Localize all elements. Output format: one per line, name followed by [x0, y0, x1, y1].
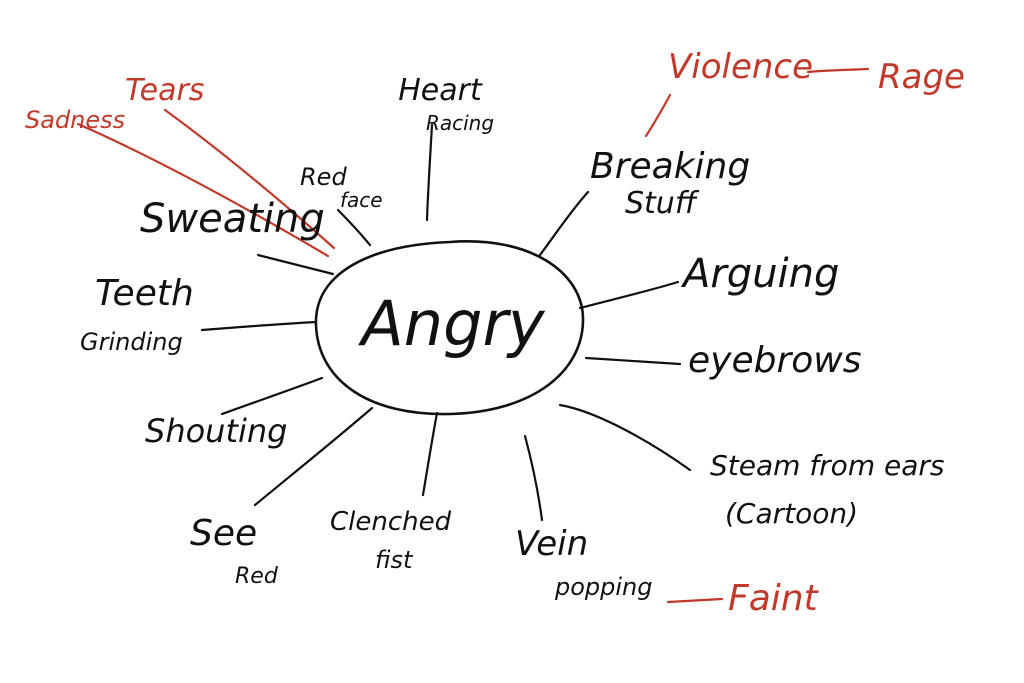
node-label-line: Vein	[515, 524, 588, 564]
node-label-faint: Faint	[728, 578, 820, 619]
spoke-breaking-stuff	[538, 190, 590, 257]
node-label-line: Racing	[426, 111, 494, 135]
spoke-shouting	[220, 376, 324, 416]
spoke-see-red	[253, 406, 374, 507]
spoke-arguing	[578, 280, 680, 310]
connector-faint	[666, 597, 724, 604]
red-connectors	[76, 67, 870, 604]
connector-tears	[163, 108, 336, 250]
node-label-line: Clenched	[330, 507, 452, 537]
node-label-sadness: Sadness	[25, 106, 125, 134]
node-label-vein-popping: Vein popping	[515, 524, 653, 601]
spokes	[200, 123, 692, 522]
node-label-sweating: Sweating	[140, 196, 325, 242]
spoke-clenched-fist	[421, 411, 439, 497]
spoke-red-face	[336, 208, 372, 247]
node-label-line: popping	[554, 573, 653, 601]
node-label-eyebrows: eyebrows	[688, 340, 861, 381]
node-label-line: (Cartoon)	[725, 497, 858, 530]
node-label-shouting: Shouting	[145, 412, 287, 450]
node-label-line: Tears	[125, 73, 204, 108]
node-label-line: Rage	[878, 57, 965, 97]
node-label-line: Shouting	[145, 412, 287, 450]
spoke-teeth-grinding	[200, 320, 318, 332]
connector-sadness	[76, 122, 330, 258]
node-label-arguing: Arguing	[680, 251, 839, 297]
node-label-steam-from-ears: Steam from ears (Cartoon)	[710, 449, 944, 530]
node-label-line: eyebrows	[688, 340, 861, 381]
node-label-line: Grinding	[80, 328, 183, 356]
node-label-line: Arguing	[680, 251, 839, 297]
node-label-line: fist	[375, 546, 414, 574]
node-label-line: Violence	[668, 47, 813, 87]
node-label-rage: Rage	[878, 57, 965, 97]
connector-violence	[644, 93, 672, 138]
node-label-line: Faint	[728, 578, 820, 619]
center-ellipse	[314, 240, 585, 416]
node-label-clenched-fist: Clenched fist	[330, 507, 452, 574]
node-label-line: Sadness	[25, 106, 125, 134]
node-label-line: Sweating	[140, 196, 325, 242]
center-label: Angry	[357, 287, 546, 360]
node-label-line: Red	[235, 564, 279, 589]
spoke-steam	[558, 403, 692, 472]
node-label-line: Heart	[398, 73, 483, 108]
node-label-line: Teeth	[95, 273, 194, 314]
node-label-line: Stuff	[625, 186, 700, 221]
node-label-violence: Violence	[668, 47, 813, 87]
spoke-sweating	[256, 253, 335, 276]
spoke-vein-popping	[523, 434, 544, 522]
spoke-heart-racing	[425, 123, 434, 222]
node-label-line: Breaking	[590, 146, 750, 187]
node-label-line: Red	[300, 163, 347, 191]
node-label-line: See	[190, 513, 257, 554]
node-label-tears: Tears	[125, 73, 204, 108]
node-label-line: Steam from ears	[710, 449, 944, 482]
connector-violence-rage	[806, 67, 870, 74]
spoke-eyebrows	[584, 356, 682, 366]
node-label-line: face	[340, 188, 383, 212]
